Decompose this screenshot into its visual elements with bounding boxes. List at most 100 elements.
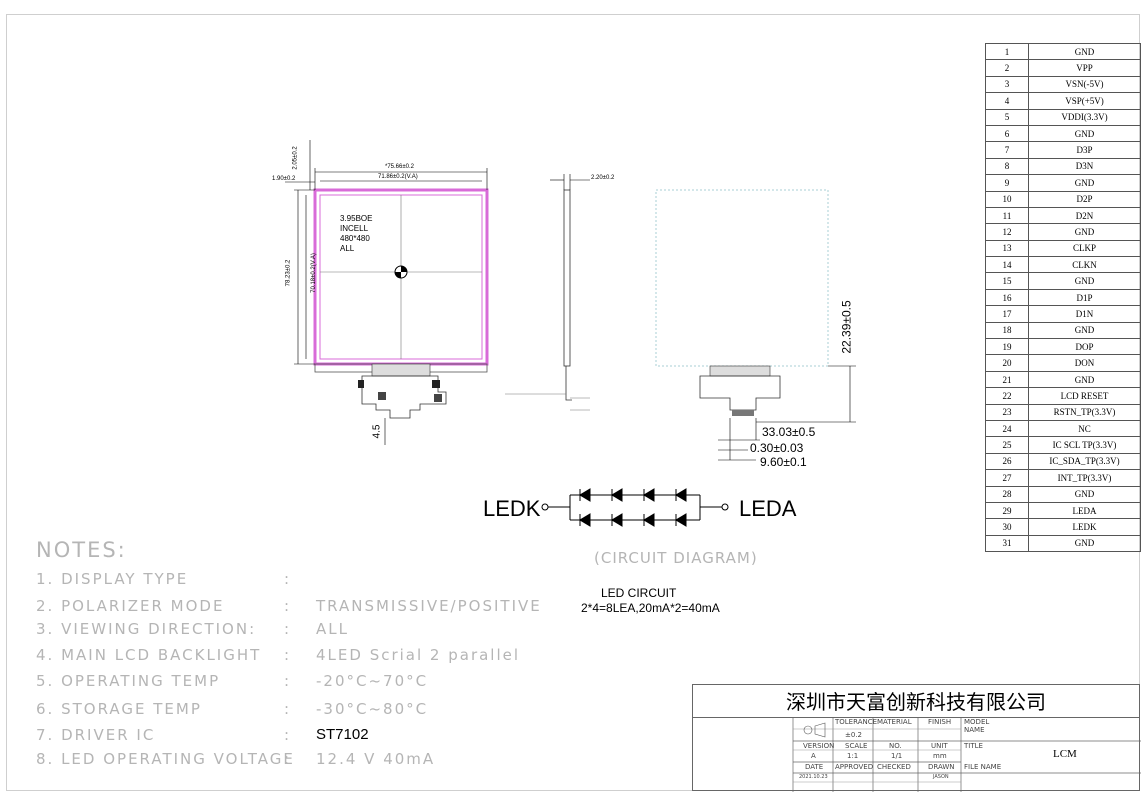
pin-signal: D3N [1028,157,1141,176]
company-name: 深圳市天富创新科技有限公司 [693,685,1139,718]
dim-top-outer: *75.66±0.2 [385,164,414,170]
led-diode [611,488,623,502]
pin-number: 22 [985,387,1029,405]
pin-signal: GND [1028,223,1141,241]
pin-number: 3 [985,75,1029,94]
fpc-tail [361,375,447,419]
led-diode [579,488,591,502]
pin-signal: INT_TP(3.3V) [1028,469,1141,487]
pin-number: 9 [985,174,1029,192]
pin-signal: GND [1028,370,1141,389]
pin-signal: GND [1028,321,1141,340]
fpc-component [434,394,442,402]
title-block: 深圳市天富创新科技有限公司 TOLERANCE ±0.2 MATERIAL FI… [692,684,1141,792]
pin-number: 31 [985,534,1029,553]
dim-left-offset: 1.90±0.2 [272,176,296,182]
pin-number: 30 [985,518,1029,536]
note-label: 4. MAIN LCD BACKLIGHT [36,646,262,664]
note-colon: : [284,597,292,615]
pin-number: 28 [985,485,1029,503]
pin-number: 10 [985,190,1029,208]
pin-signal: RSTN_TP(3.3V) [1028,403,1141,421]
version-label: VERSION [803,742,835,750]
pin-number: 24 [985,419,1029,438]
side-fpc [565,366,572,401]
approved-label: APPROVED [835,763,874,771]
pin-signal: D2P [1028,190,1141,208]
tolerance-value: ±0.2 [845,731,862,739]
pin-number: 7 [985,141,1029,159]
panel-label-4: ALL [340,244,355,253]
note-label: 8. LED OPERATING VOLTAGE [36,750,295,768]
note-value: ST7102 [316,726,369,743]
pin-number: 8 [985,157,1029,176]
center-mark-fill [395,266,407,278]
note-value: TRANSMISSIVE/POSITIVE [316,597,542,615]
pin-signal: CLKN [1028,256,1141,274]
note-label: 7. DRIVER IC [36,726,156,744]
model-label: MODEL NAME [964,718,990,734]
pin-signal: IC SCL TP(3.3V) [1028,436,1141,454]
date-label: DATE [805,763,824,771]
pin-signal: GND [1028,174,1141,192]
notes: NOTES: 1. DISPLAY TYPE:2. POLARIZER MODE… [36,538,540,768]
pin-signal: LEDA [1028,501,1141,520]
note-value: ALL [316,620,349,638]
pin-number: 15 [985,272,1029,290]
note-label: 1. DISPLAY TYPE [36,570,189,588]
pin-signal: GND [1028,42,1141,61]
pin-number: 6 [985,124,1029,143]
pin-number: 13 [985,239,1029,258]
dim-back-c: 9.60±0.1 [760,455,807,469]
circuit-right-label: LEDA [739,496,797,521]
pin-number: 21 [985,370,1029,389]
pin-number: 25 [985,436,1029,454]
pin-signal: DOP [1028,338,1141,356]
checked-label: CHECKED [877,763,911,771]
note-label: 3. VIEWING DIRECTION: [36,620,257,638]
pin-signal: CLKP [1028,239,1141,258]
note-colon: : [284,700,292,718]
pin-signal: D1N [1028,305,1141,323]
note-colon: : [284,620,292,638]
dim-back-height: 22.39±0.5 [839,300,854,354]
fpc-connector [371,363,431,377]
led-diode [675,488,687,502]
pin-signal: D2N [1028,206,1141,225]
unit-label: UNIT [931,742,948,750]
pin-signal: GND [1028,272,1141,290]
pin-number: 20 [985,354,1029,372]
circuit-left-label: LEDK [483,496,541,521]
pin-number: 17 [985,305,1029,323]
pin-number: 16 [985,288,1029,307]
title-value: LCM [1053,748,1077,760]
pin-signal: VSP(+5V) [1028,92,1141,110]
note-value: -30°C~80°C [316,700,429,718]
led-diode [643,513,655,527]
drawn-label: DRAWN [928,763,955,771]
pin-signal: GND [1028,124,1141,143]
note-colon: : [284,570,292,588]
note-colon: : [284,672,292,690]
pin-signal: GND [1028,485,1141,503]
pin-signal: GND [1028,534,1141,553]
note-colon: : [284,750,292,768]
